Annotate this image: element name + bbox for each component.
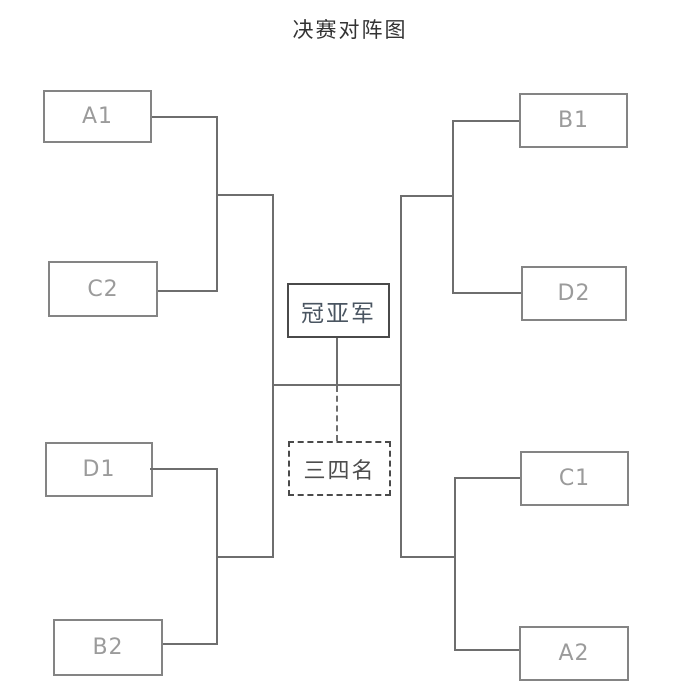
bracket-box-c1: C1 xyxy=(520,451,629,506)
connector-left-top-vertical xyxy=(216,116,218,292)
connector-left-final-vertical xyxy=(272,194,274,558)
bracket-box-final: 冠亚军 xyxy=(287,283,390,338)
connector-right-top-output xyxy=(400,195,454,197)
connector-d1-horizontal xyxy=(150,468,218,470)
connector-champion-stem xyxy=(336,338,338,385)
bracket-box-b2: B2 xyxy=(53,619,163,676)
bracket-box-a2: A2 xyxy=(519,626,629,681)
bracket-box-d2: D2 xyxy=(521,266,627,321)
connector-b2-horizontal xyxy=(163,643,218,645)
bracket-box-b1: B1 xyxy=(519,93,628,148)
bracket-box-third-place: 三四名 xyxy=(288,441,391,496)
connector-b1-horizontal xyxy=(452,120,519,122)
connector-c2-horizontal xyxy=(158,290,218,292)
bracket-box-c2: C2 xyxy=(48,261,158,317)
connector-right-final-vertical xyxy=(400,195,402,558)
connector-left-top-output xyxy=(216,194,274,196)
page-title: 决赛对阵图 xyxy=(292,18,408,42)
connector-right-top-vertical xyxy=(452,120,454,294)
connector-d2-horizontal xyxy=(452,292,521,294)
bracket-box-d1: D1 xyxy=(45,442,153,497)
connector-final-horizontal xyxy=(272,384,402,386)
connector-right-bottom-vertical xyxy=(454,477,456,651)
bracket-box-a1: A1 xyxy=(43,90,152,143)
connector-a1-horizontal xyxy=(152,116,218,118)
connector-right-bottom-output xyxy=(400,556,456,558)
connector-a2-horizontal xyxy=(454,649,519,651)
connector-third-place-stem-dashed xyxy=(336,386,338,441)
connector-left-bottom-output xyxy=(216,556,274,558)
connector-c1-horizontal xyxy=(454,477,520,479)
